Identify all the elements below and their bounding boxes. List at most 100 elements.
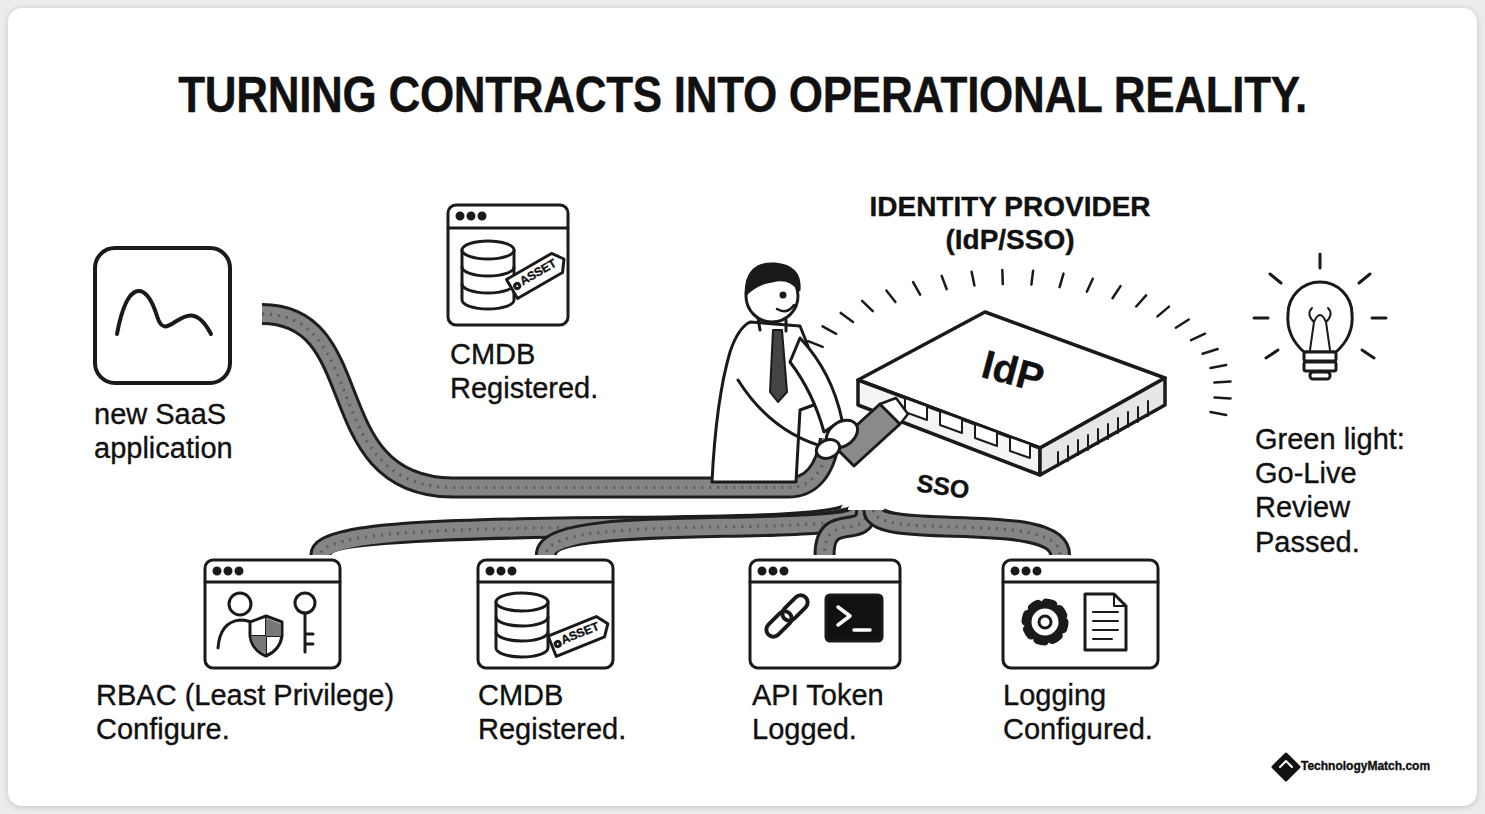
ray-stroke xyxy=(1001,270,1004,284)
ray-stroke xyxy=(1113,286,1121,298)
rbac-icon-part xyxy=(236,568,242,574)
logging-icon-part xyxy=(1003,560,1158,668)
ray-stroke xyxy=(1211,365,1227,368)
cmdb-icon-bottom xyxy=(478,560,613,668)
lightbulb-icon-part xyxy=(1254,254,1386,358)
person-part xyxy=(814,436,843,461)
rbac-icon-part xyxy=(295,593,315,613)
rbac-icon-part xyxy=(250,616,282,656)
rbac-icon xyxy=(205,560,340,668)
cable-core xyxy=(262,314,830,488)
ray-stroke xyxy=(1087,279,1093,292)
rbac-icon-part xyxy=(251,618,281,654)
cmdb-icon-top-part xyxy=(507,249,570,298)
rbac-icon-part xyxy=(205,581,340,584)
person xyxy=(712,264,863,482)
ray-stroke xyxy=(972,272,975,286)
plug-part xyxy=(880,398,908,424)
idp-device-part xyxy=(905,398,1030,458)
cmdb-box: CMDB Registered. xyxy=(440,200,637,415)
cable-connector xyxy=(546,510,859,555)
logging-icon-part xyxy=(1039,616,1051,628)
logo-mark xyxy=(1273,754,1299,780)
logging-icon-part xyxy=(1026,603,1064,641)
api-icon-part xyxy=(759,568,765,574)
lightbulb-icon xyxy=(1254,254,1386,379)
rbac-icon-part xyxy=(229,593,251,615)
saas-icon xyxy=(95,248,230,383)
logo-mark-part xyxy=(1273,754,1299,780)
asset-tag-text: ASSET xyxy=(508,251,567,293)
logging-icon-part xyxy=(1093,594,1126,639)
node-label: IDENTITY PROVIDER (IdP/SSO) xyxy=(830,190,1190,256)
node-sublabel: IdP xyxy=(965,338,1060,406)
cmdb-box: CMDB Registered. xyxy=(470,555,655,752)
node-label: API Token Logged. xyxy=(752,678,927,746)
logging-icon-part xyxy=(1003,581,1158,584)
asset-tag-text: ASSET xyxy=(550,616,609,651)
person-part xyxy=(770,330,787,402)
api-icon-part xyxy=(781,568,787,574)
api-icon-part xyxy=(826,595,882,641)
cmdb-icon-bottom-part xyxy=(478,581,613,584)
idp-device xyxy=(858,312,1165,475)
diagram-title: TURNING CONTRACTS INTO OPERATIONAL REALI… xyxy=(0,66,1485,124)
ray-stroke xyxy=(1191,334,1205,341)
ray-stroke xyxy=(823,326,837,333)
cable-outline xyxy=(262,314,830,488)
ray-stroke xyxy=(886,291,895,303)
cmdb-icon-bottom-part xyxy=(548,614,612,657)
cable-texture xyxy=(873,510,1060,555)
logging-icon-part xyxy=(1030,607,1060,637)
ray-stroke xyxy=(1203,349,1218,354)
cmdb-icon-bottom-part xyxy=(496,617,548,641)
logging-icon-part xyxy=(1012,568,1018,574)
saas-icon-part xyxy=(95,248,230,383)
ray-stroke xyxy=(808,341,823,347)
cmdb-icon-bottom-part xyxy=(478,560,613,668)
ray-stroke xyxy=(1176,320,1189,328)
idp-device-part xyxy=(1040,378,1165,475)
watermark: TechnologyMatch.com xyxy=(1301,759,1471,773)
node-sublabel: SSO xyxy=(906,467,979,506)
logo-mark-part xyxy=(1280,761,1292,767)
cmdb-icon-top-part xyxy=(468,213,474,219)
node-label: CMDB Registered. xyxy=(450,337,635,405)
cmdb-icon-bottom-part xyxy=(496,593,548,611)
api-icon-part xyxy=(770,568,776,574)
node-label: RBAC (Least Privilege) Configure. xyxy=(96,678,446,746)
cmdb-icon-bottom-part xyxy=(487,568,493,574)
logging-icon-part xyxy=(1034,568,1040,574)
person-part xyxy=(738,380,828,448)
logging-icon-part xyxy=(1085,594,1126,650)
cable-outline xyxy=(873,510,1060,555)
lightbulb-icon-part xyxy=(1310,372,1330,379)
ray-stroke xyxy=(1215,397,1231,398)
rbac-icon-part xyxy=(214,568,220,574)
cmdb-icon-top-part xyxy=(462,241,514,259)
person-part xyxy=(777,305,794,311)
lightbulb-icon-part xyxy=(1304,362,1336,371)
ray-stroke xyxy=(841,313,853,322)
logging-box: Logging Configured. xyxy=(995,555,1205,752)
lightbulb-icon-part xyxy=(1309,308,1330,350)
api-icon-part xyxy=(750,560,900,668)
ray-stroke xyxy=(862,301,873,311)
cmdb-icon-top-part xyxy=(479,213,485,219)
cable-texture xyxy=(546,510,859,555)
ray-stroke xyxy=(942,276,947,289)
person-part xyxy=(746,264,799,294)
rbac-icon-part xyxy=(251,616,282,656)
api-icon-part xyxy=(838,607,870,630)
api-icon xyxy=(750,560,900,668)
cable-connector xyxy=(873,510,1060,555)
cable-outline xyxy=(825,510,867,555)
cmdb-icon-top xyxy=(448,205,569,325)
rbac-icon-part xyxy=(305,613,313,652)
cable-connector xyxy=(262,314,830,488)
person-part xyxy=(790,338,842,432)
api-icon-part xyxy=(750,581,900,584)
lightbulb-icon-part xyxy=(1288,282,1352,352)
rbac-icon-part xyxy=(205,560,340,668)
